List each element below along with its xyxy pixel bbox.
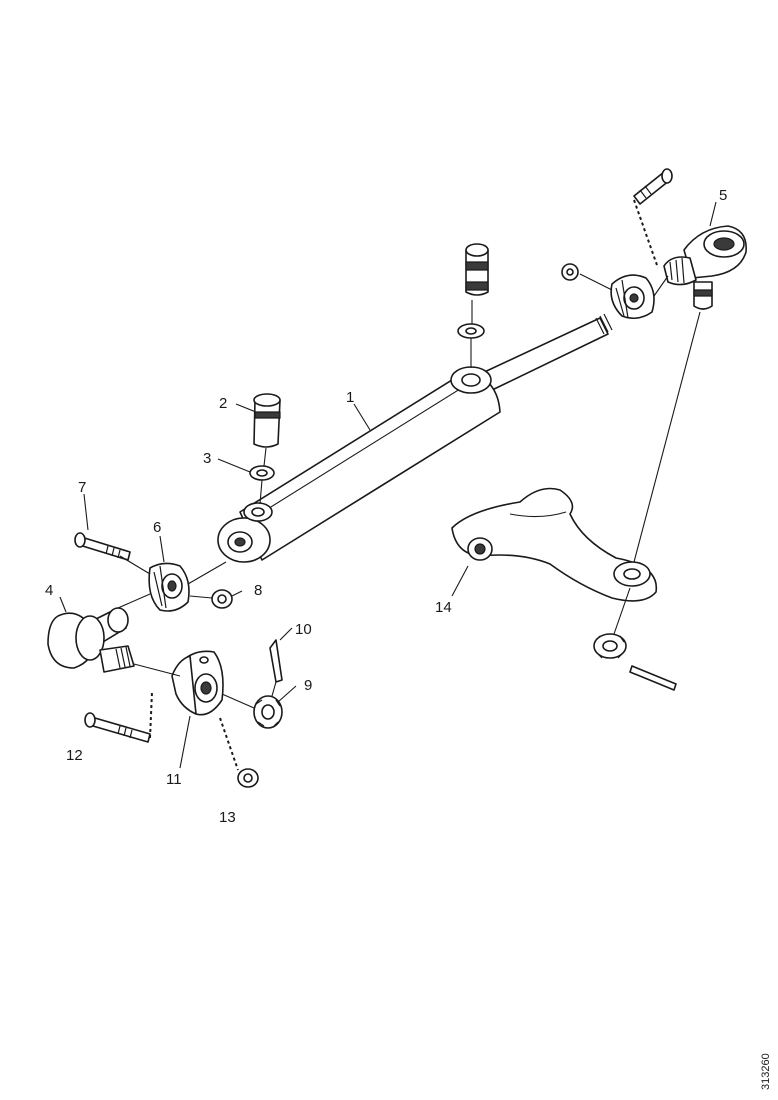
callout-5: 5	[719, 187, 727, 204]
ball-joint-right	[663, 225, 747, 310]
hose-adapter-lower	[253, 393, 281, 448]
figure-reference-number: 313260	[760, 1053, 772, 1090]
castle-nut-lower-right	[593, 633, 627, 659]
nut-8	[211, 589, 233, 609]
seal-washer-upper	[457, 323, 485, 339]
callout-12: 12	[66, 747, 83, 764]
clamp-left	[148, 562, 190, 612]
nut-13	[237, 768, 259, 788]
bolt-7	[74, 532, 131, 561]
callout-leaders	[59, 201, 717, 769]
callout-8: 8	[254, 582, 262, 599]
steering-cylinder	[217, 313, 613, 563]
bolt-12	[84, 712, 151, 743]
seal-washer-lower	[249, 465, 275, 481]
bracket-11	[171, 650, 224, 716]
assembly-lines	[117, 273, 701, 709]
ball-joint-left	[47, 607, 135, 673]
callout-7: 7	[78, 479, 86, 496]
bolt-12-axis	[149, 691, 153, 739]
nut-top-right	[561, 263, 579, 281]
callout-4: 4	[45, 582, 53, 599]
callout-11: 11	[166, 771, 182, 788]
steering-arm-14	[451, 487, 658, 602]
cotter-pin-lower-right	[629, 665, 677, 691]
callout-10: 10	[295, 621, 312, 638]
callout-1: 1	[346, 389, 354, 406]
callout-3: 3	[203, 450, 211, 467]
bolt-top-right-axis	[633, 199, 659, 269]
castle-nut-9	[253, 695, 283, 729]
callout-13: 13	[219, 809, 236, 826]
clamp-right	[610, 274, 655, 320]
cotter-pin-10	[269, 639, 283, 683]
hose-adapter-upper	[465, 243, 489, 296]
callout-9: 9	[304, 677, 312, 694]
callout-2: 2	[219, 395, 227, 412]
bolt-top-right	[633, 168, 673, 205]
callout-labels: 1 2 3 4 5 6 7 8 9 10 11 12 13 14	[45, 187, 727, 826]
callout-6: 6	[153, 519, 161, 536]
nut-13-axis	[219, 717, 239, 771]
callout-14: 14	[435, 599, 452, 616]
